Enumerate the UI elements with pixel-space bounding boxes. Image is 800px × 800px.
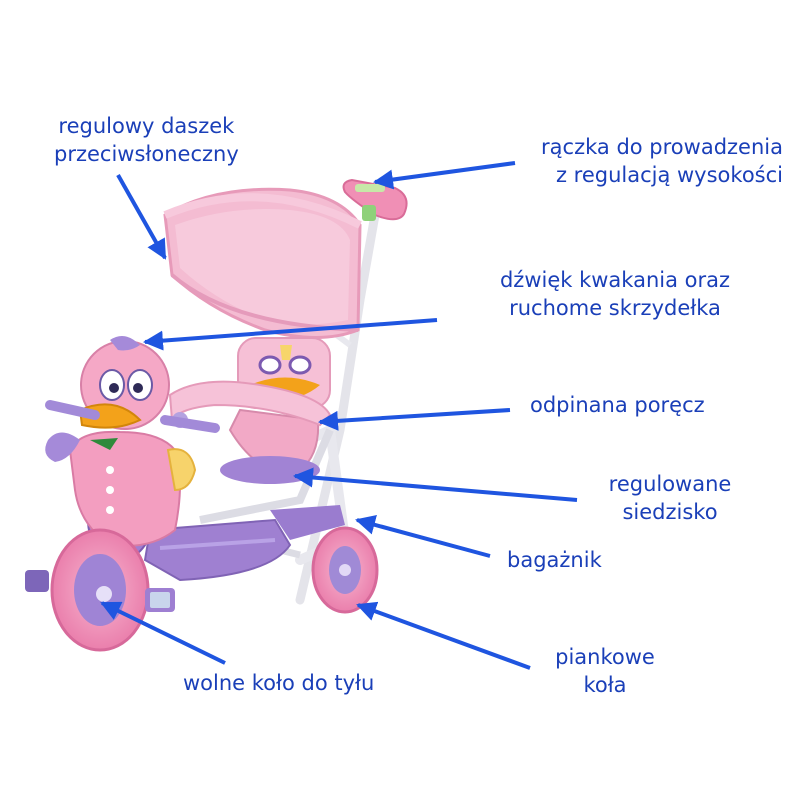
canopy-label: regulowy daszek przeciwsłoneczny [54, 112, 239, 168]
handle-label: rączka do prowadzenia z regulacją wysoko… [517, 133, 783, 189]
sound-label-line-1: dźwięk kwakania oraz [499, 268, 731, 292]
trunk-label: bagażnik [507, 548, 602, 572]
front-wheel [25, 528, 175, 652]
sound-label: dźwięk kwakania oraz ruchome skrzydełka [470, 266, 760, 322]
seat-label-line-1: regulowane [608, 472, 732, 496]
freewheel-label: wolne koło do tyłu [183, 671, 375, 695]
rear-wheel [311, 526, 379, 614]
canopy-label-line-2: przeciwsłoneczny [54, 142, 239, 166]
armrest-label: odpinana poręcz [530, 393, 705, 417]
seat-label-line-2: siedzisko [622, 500, 718, 524]
trunk-basket [143, 505, 345, 582]
handle-label-line-1: rączka do prowadzenia [541, 135, 783, 159]
handle-label-line-2: z regulacją wysokości [555, 163, 783, 187]
canopy-label-line-1: regulowy daszek [58, 114, 235, 138]
seat-label: regulowane siedzisko [585, 470, 755, 526]
duck-front [45, 336, 197, 561]
seat [220, 408, 320, 484]
wheels-label-line-2: koła [583, 673, 627, 697]
wheels-label: piankowe koła [540, 643, 670, 699]
sun-canopy [163, 187, 362, 348]
sound-label-line-2: ruchome skrzydełka [509, 296, 721, 320]
annotation-arrows [100, 161, 578, 670]
wheels-label-line-1: piankowe [555, 645, 655, 669]
handlebars [45, 400, 220, 433]
